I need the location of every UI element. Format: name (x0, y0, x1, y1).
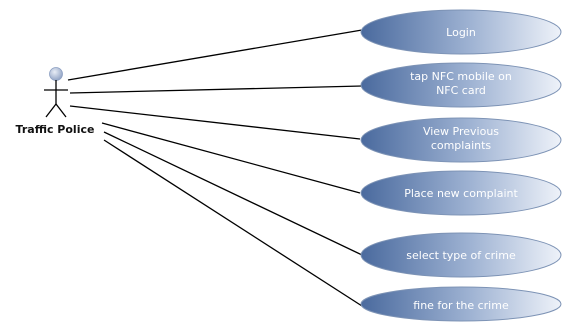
association-place-new (101, 122, 361, 194)
actor-head (49, 67, 63, 81)
association-login (67, 29, 363, 81)
use-case-place-new-ellipse (360, 170, 562, 216)
association-fine (103, 139, 363, 307)
use-case-login: Login (360, 9, 562, 55)
use-case-view-previous-label-line1: View Previous (423, 125, 499, 138)
actor-label: Traffic Police (16, 123, 95, 136)
association-select-type (103, 131, 363, 256)
association-tap-nfc (69, 85, 363, 94)
use-case-login-ellipse (360, 9, 562, 55)
use-case-view-previous: View Previous complaints (360, 117, 562, 163)
actor-left-leg (45, 103, 57, 118)
use-case-tap-nfc-label-line1: tap NFC mobile on (410, 70, 512, 83)
use-case-fine: fine for the crime (360, 286, 562, 322)
association-lines (67, 29, 363, 307)
use-case-view-previous-ellipse (360, 117, 562, 163)
use-case-tap-nfc: tap NFC mobile on NFC card (360, 62, 562, 108)
use-case-tap-nfc-label-line2: NFC card (436, 84, 486, 97)
use-case-select-type-ellipse (360, 232, 562, 278)
use-case-select-type: select type of crime (360, 232, 562, 278)
use-case-tap-nfc-ellipse (360, 62, 562, 108)
association-view-previous (69, 105, 361, 140)
use-case-fine-label: fine for the crime (413, 299, 509, 312)
use-case-place-new-label: Place new complaint (404, 187, 518, 200)
use-case-place-new: Place new complaint (360, 170, 562, 216)
use-case-login-label: Login (446, 26, 476, 39)
actor-right-leg (55, 103, 67, 118)
actor-traffic-police: Traffic Police (16, 67, 95, 136)
use-case-view-previous-label-line2: complaints (431, 139, 492, 152)
use-case-select-type-label: select type of crime (406, 249, 516, 262)
use-case-fine-ellipse (360, 286, 562, 322)
